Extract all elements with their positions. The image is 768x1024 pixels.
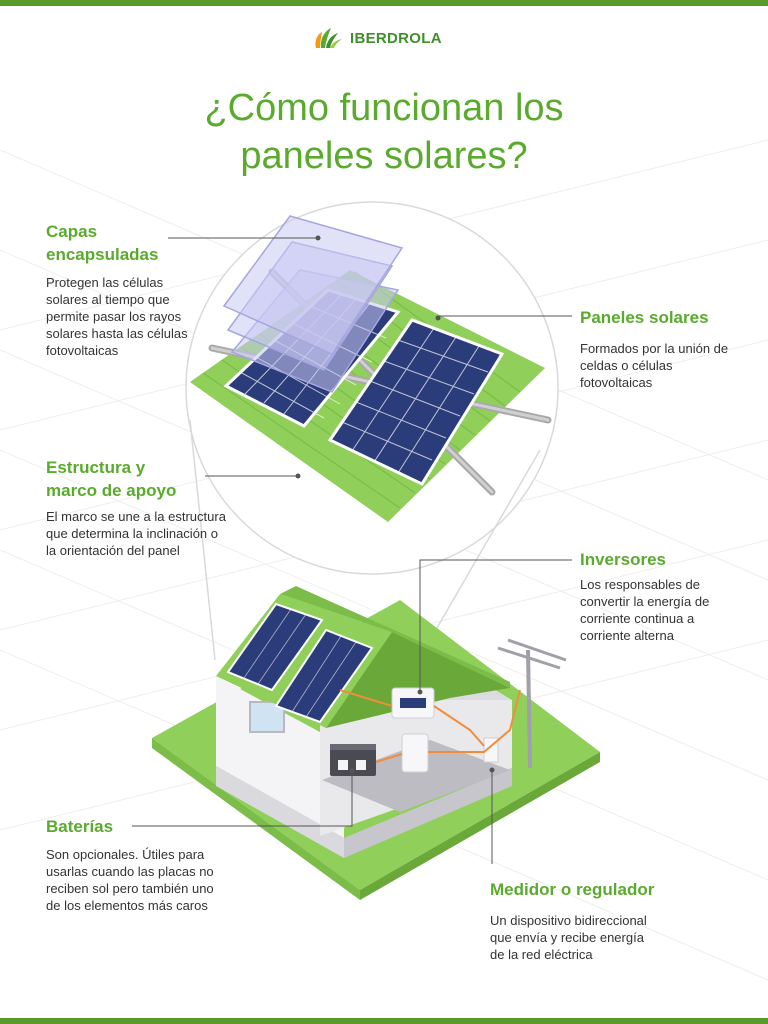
- estructura-line: que determina la inclinación o: [46, 526, 218, 541]
- paneles-line: celdas o células: [580, 358, 673, 373]
- inverters: [391, 687, 435, 773]
- iberdrola-logo: IBERDROLA: [312, 26, 442, 50]
- paneles-line: fotovoltaicas: [580, 375, 653, 390]
- house-roof-ridge: [280, 586, 510, 688]
- capas-description: Protegen las células solares al tiempo q…: [46, 274, 188, 359]
- baterias-line: usarlas cuando las placas no: [46, 864, 214, 879]
- inversores-title: Inversores: [580, 550, 666, 569]
- estructura-line: la orientación del panel: [46, 543, 180, 558]
- capas-title-line-1: Capas: [46, 222, 98, 241]
- capas-line: Protegen las células: [46, 275, 164, 290]
- house-plinth-right: [344, 768, 512, 858]
- inversores-line: Los responsables de: [580, 577, 700, 592]
- house-floor: [322, 740, 510, 812]
- estructura-title: Estructura y marco de apoyo: [46, 456, 176, 502]
- capas-line: permite pasar los rayos: [46, 309, 182, 324]
- lawn-edge-right: [360, 752, 600, 900]
- roof-panels: [226, 602, 374, 724]
- medidor-line: que envía y recibe energía: [490, 930, 644, 945]
- logo-text: IBERDROLA: [350, 29, 442, 47]
- capas-title: Capas encapsuladas: [46, 220, 158, 266]
- estructura-title-line-1: Estructura y: [46, 458, 146, 477]
- house-roof-side: [326, 632, 510, 728]
- baterias-description: Son opcionales. Útiles para usarlas cuan…: [46, 846, 214, 914]
- estructura-description: El marco se une a la estructura que dete…: [46, 508, 226, 559]
- right-panel: [327, 318, 505, 486]
- page-title: ¿Cómo funcionan los paneles solares?: [0, 84, 768, 180]
- paneles-title: Paneles solares: [580, 308, 709, 327]
- inversores-line: corriente continua a: [580, 611, 695, 626]
- capas-line: fotovoltaicas: [46, 343, 119, 358]
- callout-dots: [295, 235, 495, 773]
- callout-lines: [132, 237, 572, 864]
- bottom-bar: [0, 1018, 768, 1024]
- inversores-description: Los responsables de convertir la energía…: [580, 576, 709, 644]
- capas-title-line-2: encapsuladas: [46, 245, 159, 264]
- medidor-line: de la red eléctrica: [490, 947, 593, 962]
- top-bar: [0, 0, 768, 6]
- utility-pole: [497, 638, 567, 769]
- paneles-description: Formados por la unión de celdas o célula…: [580, 340, 728, 391]
- estructura-title-line-2: marco de apoyo: [46, 481, 177, 500]
- estructura-line: El marco se une a la estructura: [46, 509, 226, 524]
- title-line-1: ¿Cómo funcionan los: [204, 87, 564, 129]
- title-line-2: paneles solares?: [240, 135, 528, 177]
- capas-line: solares hasta las células: [46, 326, 188, 341]
- batteries: [330, 744, 376, 776]
- medidor-line: Un dispositivo bidireccional: [490, 913, 647, 928]
- house-plinth-left: [216, 766, 344, 858]
- lawn-edge-left: [152, 738, 360, 900]
- paneles-line: Formados por la unión de: [580, 341, 729, 356]
- baterias-line: Son opcionales. Útiles para: [46, 847, 205, 862]
- baterias-title: Baterías: [46, 817, 114, 836]
- capas-line: solares al tiempo que: [46, 292, 170, 307]
- medidor-title: Medidor o regulador: [490, 880, 655, 899]
- tree-icon: [315, 28, 342, 48]
- zoom-line-right: [429, 449, 541, 641]
- house-window: [249, 701, 285, 733]
- house-wall-left: [216, 676, 344, 838]
- zoom-line-left: [189, 419, 216, 661]
- baterias-line: de los elementos más caros: [46, 898, 208, 913]
- encapsulated-layers: [222, 215, 404, 393]
- inversores-line: convertir la energía de: [580, 594, 710, 609]
- medidor-description: Un dispositivo bidireccional que envía y…: [490, 912, 647, 963]
- wiring: [339, 689, 521, 763]
- inversores-line: corriente alterna: [580, 628, 674, 643]
- baterias-line: reciben sol pero también uno: [46, 881, 214, 896]
